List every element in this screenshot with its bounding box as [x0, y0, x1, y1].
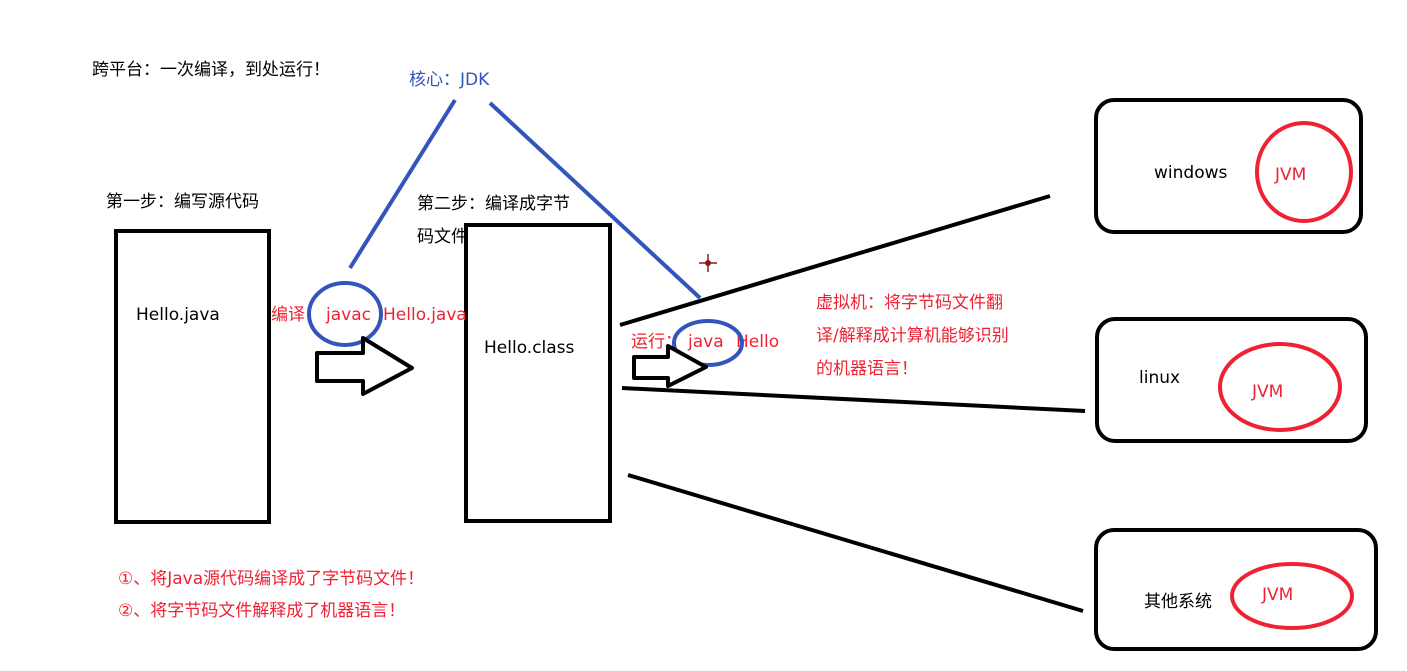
source-file-box	[114, 229, 271, 524]
vm-note-line1: 虚拟机：将字节码文件翻	[816, 293, 1003, 313]
platform-name: windows	[1154, 163, 1227, 183]
platform-linux: linux JVM	[1095, 317, 1368, 443]
step1-label: 第一步：编写源代码	[106, 192, 259, 212]
step2-label-line1: 第二步：编译成字节	[417, 194, 570, 214]
run-command: java	[687, 332, 724, 352]
compile-argument: Hello.java	[383, 305, 467, 325]
jvm-label: JVM	[1274, 165, 1306, 185]
vm-note-line3: 的机器语言！	[816, 359, 918, 379]
line-to-windows	[619, 194, 1051, 327]
summary-note-2: ②、将字节码文件解释成了机器语言！	[118, 601, 405, 621]
jdk-link-to-javac	[348, 98, 457, 270]
javac-highlight-circle	[307, 281, 383, 347]
line-to-other-systems	[627, 473, 1084, 613]
compile-arrow	[315, 336, 414, 396]
compile-command: javac	[325, 305, 371, 325]
java-highlight-circle	[672, 319, 744, 367]
vm-note-line2: 译/解释成计算机能够识别	[816, 326, 1009, 346]
jdk-core-label: 核心：JDK	[409, 70, 490, 90]
platform-box	[1095, 317, 1368, 443]
summary-note-1: ①、将Java源代码编译成了字节码文件！	[118, 569, 424, 589]
platform-name: 其他系统	[1144, 592, 1212, 612]
jvm-circle	[1218, 342, 1342, 432]
jdk-link-to-java	[488, 101, 702, 300]
platform-other: 其他系统 JVM	[1094, 528, 1378, 651]
compile-label: 编译：	[271, 305, 322, 325]
jvm-label: JVM	[1251, 382, 1283, 402]
jvm-circle	[1230, 562, 1354, 630]
step2-label-line2: 码文件	[417, 227, 468, 247]
class-file-name: Hello.class	[484, 338, 575, 358]
class-file-box	[464, 223, 612, 523]
jvm-label: JVM	[1261, 585, 1293, 605]
platform-name: linux	[1139, 368, 1180, 388]
run-argument: Hello	[736, 332, 779, 352]
jvm-circle	[1255, 121, 1353, 223]
platform-windows: windows JVM	[1094, 98, 1363, 234]
platform-box	[1094, 528, 1378, 651]
cursor-marker-icon	[699, 254, 717, 272]
line-to-linux	[621, 386, 1086, 413]
source-file-name: Hello.java	[136, 305, 220, 325]
platform-box	[1094, 98, 1363, 234]
run-arrow	[632, 344, 708, 388]
cross-platform-title: 跨平台：一次编译，到处运行！	[92, 60, 330, 80]
